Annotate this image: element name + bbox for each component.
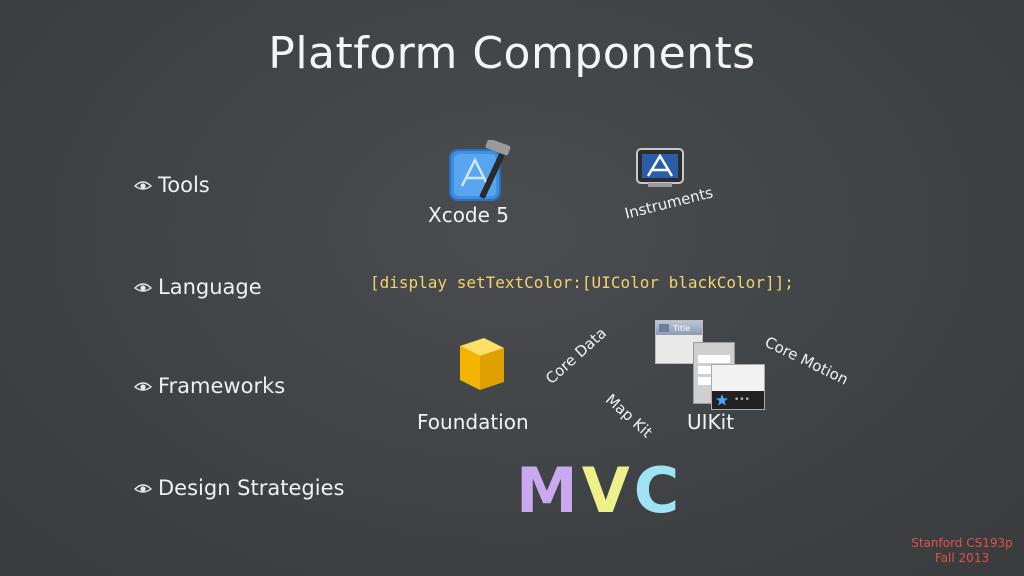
bullet-label: Frameworks — [158, 374, 286, 398]
instruments-icon — [636, 148, 684, 187]
uikit-screens-icon: Title ••• — [655, 320, 770, 410]
uikit-mock-title: Title — [673, 323, 691, 333]
core-motion-label: Core Motion — [762, 332, 852, 389]
bullet-tools: Tools — [134, 170, 210, 200]
uikit-label: UIKit — [687, 410, 735, 434]
bullet-label: Tools — [158, 173, 210, 197]
star-icon — [716, 394, 728, 406]
eye-icon — [134, 283, 152, 292]
code-sample: [display setTextColor:[UIColor blackColo… — [370, 273, 794, 292]
core-data-label: Core Data — [541, 323, 610, 388]
xcode-label: Xcode 5 — [428, 203, 510, 227]
bullet-design-strategies: Design Strategies — [134, 473, 344, 503]
eye-icon — [134, 382, 152, 391]
more-icon: ••• — [734, 395, 750, 405]
mvc-wordmark: MVC — [516, 454, 683, 527]
map-kit-label: Map Kit — [601, 390, 656, 442]
bullet-language: Language — [134, 272, 262, 302]
footer-line-2: Fall 2013 — [934, 551, 990, 565]
foundation-cube-icon — [460, 338, 504, 390]
mvc-letter-v: V — [581, 454, 634, 527]
bullet-label: Design Strategies — [158, 476, 345, 500]
foundation-label: Foundation — [417, 410, 529, 434]
back-icon — [659, 324, 669, 332]
course-footer: Stanford CS193p Fall 2013 — [910, 536, 1014, 566]
slide-title: Platform Components — [268, 28, 756, 79]
mvc-letter-m: M — [516, 454, 582, 527]
bullet-label: Language — [158, 275, 262, 299]
xcode-icon — [449, 140, 511, 201]
mvc-letter-c: C — [633, 454, 684, 527]
eye-icon — [134, 181, 152, 190]
footer-line-1: Stanford CS193p — [911, 536, 1013, 550]
bullet-frameworks: Frameworks — [134, 371, 285, 401]
uikit-mock-tabbar: ••• — [711, 364, 765, 410]
eye-icon — [134, 484, 152, 493]
